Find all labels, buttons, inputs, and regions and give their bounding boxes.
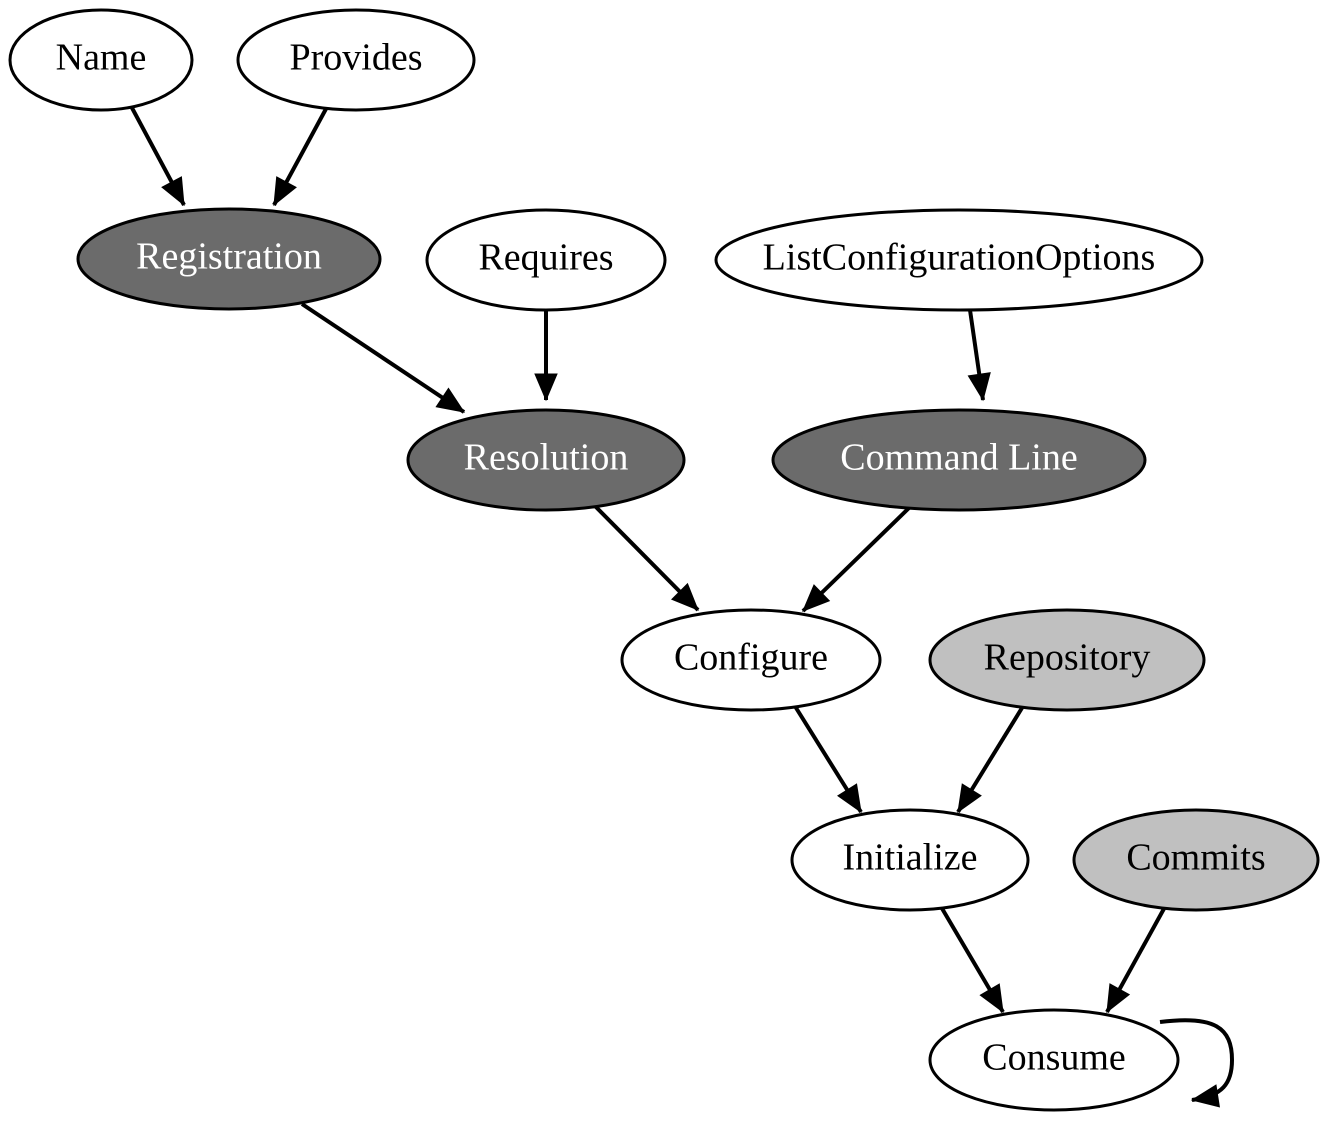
edges-layer bbox=[129, 105, 1235, 1108]
node-repository[interactable]: Repository bbox=[928, 608, 1206, 712]
edge-arrowhead bbox=[979, 983, 1004, 1014]
edge-arrowhead bbox=[837, 783, 862, 814]
node-configure[interactable]: Configure bbox=[620, 608, 882, 712]
node-consume[interactable]: Consume bbox=[928, 1008, 1180, 1112]
edge-repository-initialize bbox=[956, 701, 1027, 814]
node-shape[interactable] bbox=[406, 408, 686, 512]
node-commandline[interactable]: Command Line bbox=[771, 408, 1147, 512]
node-label: Commits bbox=[1126, 837, 1265, 879]
node-provides[interactable]: Provides bbox=[236, 8, 476, 112]
edge-registration-resolution bbox=[300, 302, 466, 414]
node-commits[interactable]: Commits bbox=[1072, 808, 1320, 912]
node-label: Requires bbox=[478, 237, 613, 279]
node-listconfigurationoptions[interactable]: ListConfigurationOptions bbox=[714, 208, 1204, 312]
edge-name-registration bbox=[129, 105, 186, 207]
node-label: Provides bbox=[290, 37, 423, 79]
edge-resolution-configure bbox=[592, 503, 700, 612]
node-registration[interactable]: Registration bbox=[76, 207, 382, 311]
node-requires[interactable]: Requires bbox=[425, 208, 667, 312]
node-label: ListConfigurationOptions bbox=[763, 237, 1156, 279]
edge-provides-registration bbox=[272, 106, 329, 207]
node-label: Registration bbox=[136, 236, 322, 278]
edge-arrowhead bbox=[802, 584, 831, 612]
node-shape[interactable] bbox=[790, 808, 1030, 912]
node-label: Configure bbox=[674, 637, 828, 679]
edge-arrowhead bbox=[1106, 983, 1131, 1014]
edge-arrowhead bbox=[1190, 1084, 1220, 1108]
node-label: Resolution bbox=[464, 437, 629, 479]
node-resolution[interactable]: Resolution bbox=[406, 408, 686, 512]
node-shape[interactable] bbox=[236, 8, 476, 112]
edge-commandline-configure bbox=[801, 505, 912, 613]
node-name[interactable]: Name bbox=[8, 8, 194, 112]
node-shape[interactable] bbox=[714, 208, 1204, 312]
edge-arrowhead bbox=[957, 783, 982, 814]
edge-listconfigurationoptions-commandline bbox=[967, 309, 991, 402]
edge-arrowhead bbox=[273, 176, 297, 207]
node-shape[interactable] bbox=[8, 8, 194, 112]
node-label: Repository bbox=[984, 637, 1151, 679]
edge-arrowhead bbox=[435, 387, 466, 413]
edge-arrowhead bbox=[967, 372, 991, 402]
edge-configure-initialize bbox=[791, 701, 863, 814]
edge-requires-resolution bbox=[534, 310, 558, 402]
node-label: Initialize bbox=[842, 837, 977, 879]
node-shape[interactable] bbox=[928, 608, 1206, 712]
node-initialize[interactable]: Initialize bbox=[790, 808, 1030, 912]
node-label: Consume bbox=[982, 1037, 1126, 1079]
node-shape[interactable] bbox=[771, 408, 1147, 512]
node-label: Name bbox=[56, 37, 147, 79]
node-shape[interactable] bbox=[76, 207, 382, 311]
edge-arrowhead bbox=[671, 582, 699, 611]
node-shape[interactable] bbox=[620, 608, 882, 712]
node-shape[interactable] bbox=[928, 1008, 1180, 1112]
node-shape[interactable] bbox=[1072, 808, 1320, 912]
edge-arrowhead bbox=[161, 176, 185, 207]
edge-arrowhead bbox=[534, 373, 558, 402]
edge-consume-consume bbox=[1159, 1018, 1235, 1108]
edge-commits-consume bbox=[1105, 904, 1168, 1014]
node-shape[interactable] bbox=[425, 208, 667, 312]
node-label: Command Line bbox=[840, 437, 1077, 479]
edge-line bbox=[300, 302, 466, 414]
edge-initialize-consume bbox=[938, 903, 1005, 1014]
